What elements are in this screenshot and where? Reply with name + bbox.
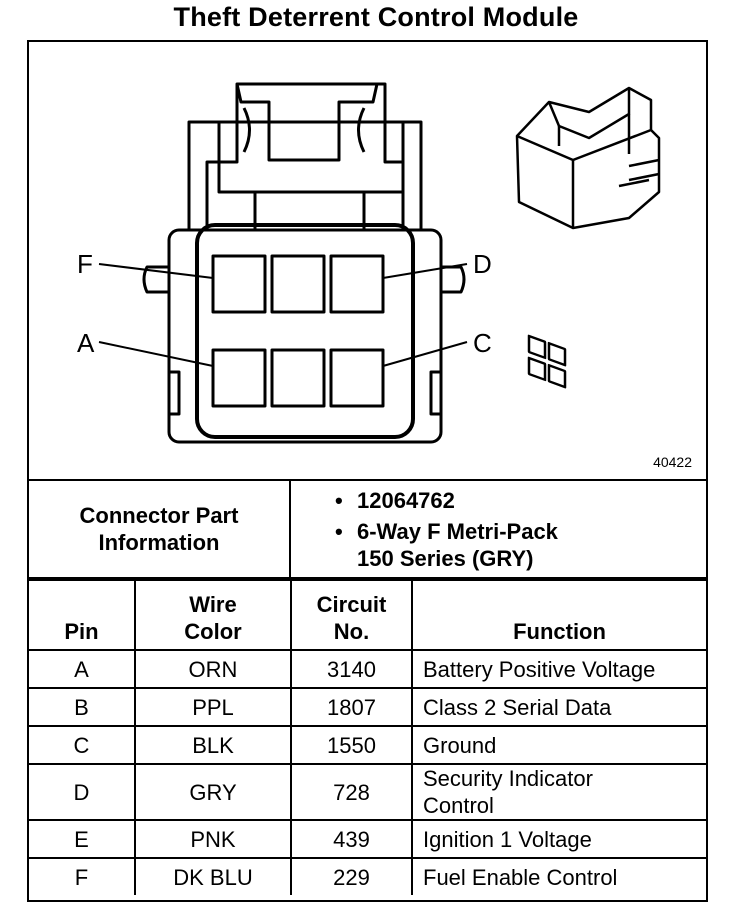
module-frame: F D A C 40422 xyxy=(27,40,708,902)
side-rib-right xyxy=(429,370,441,416)
table-row: E PNK 439 Ignition 1 Voltage xyxy=(29,819,706,859)
bullet: • xyxy=(335,519,343,544)
pin-cell: C xyxy=(29,725,136,765)
connector-info-label-line1: Connector Part xyxy=(79,503,239,528)
cavity-a xyxy=(211,348,267,408)
cavity-b xyxy=(270,348,326,408)
side-tab-right xyxy=(441,265,466,294)
latch-tab xyxy=(235,83,379,162)
header-pin: Pin xyxy=(29,579,136,651)
connector-info-item: • 6-Way F Metri-Pack 150 Series (GRY) xyxy=(291,518,701,572)
cavity-f xyxy=(211,254,267,314)
part-number: 12064762 xyxy=(357,488,455,513)
connector-body xyxy=(167,228,443,444)
table-row: A ORN 3140 Battery Positive Voltage xyxy=(29,649,706,689)
circuit-cell: 728 xyxy=(290,763,413,821)
connector-info-item: • 12064762 xyxy=(291,487,701,514)
leader-line-c xyxy=(382,341,468,367)
wire-color-cell: PNK xyxy=(134,819,292,859)
latch-ridge-right xyxy=(357,107,366,153)
connector-face xyxy=(195,223,415,439)
function-cell: Battery Positive Voltage xyxy=(411,649,706,689)
connector-info-list: • 12064762 • 6-Way F Metri-Pack 150 Seri… xyxy=(291,487,701,576)
cavity-d xyxy=(329,254,385,314)
connector-type: 6-Way F Metri-Pack xyxy=(357,519,558,544)
leader-line-a xyxy=(98,341,214,367)
circuit-cell: 439 xyxy=(290,819,413,859)
figure-number: 40422 xyxy=(653,454,692,470)
function-cell: Security Indicator Control xyxy=(411,763,706,821)
function-cell: Class 2 Serial Data xyxy=(411,687,706,727)
function-line2: Control xyxy=(423,793,494,818)
circuit-cell: 3140 xyxy=(290,649,413,689)
connector-info-label-line2: Information xyxy=(98,530,220,555)
wire-color-cell: BLK xyxy=(134,725,292,765)
wire-color-cell: GRY xyxy=(134,763,292,821)
latch-inner xyxy=(217,122,405,194)
table-row: B PPL 1807 Class 2 Serial Data xyxy=(29,687,706,727)
table-row: F DK BLU 229 Fuel Enable Control xyxy=(29,857,706,895)
connector-illustration: F D A C xyxy=(77,82,661,444)
header-function: Function xyxy=(411,579,706,651)
side-rib-left xyxy=(169,370,181,416)
pin-cell: E xyxy=(29,819,136,859)
pin-label-a: A xyxy=(77,328,95,358)
pin-cell: A xyxy=(29,649,136,689)
circuit-cell: 1550 xyxy=(290,725,413,765)
pin-cell: D xyxy=(29,763,136,821)
pin-cell: B xyxy=(29,687,136,727)
circuit-cell: 1807 xyxy=(290,687,413,727)
function-cell: Ground xyxy=(411,725,706,765)
cavity-c xyxy=(329,348,385,408)
wire-color-cell: DK BLU xyxy=(134,857,292,895)
cavity-middle-top xyxy=(270,254,326,314)
function-line1: Security Indicator xyxy=(423,766,593,791)
wire-color-cell: ORN xyxy=(134,649,292,689)
circuit-cell: 229 xyxy=(290,857,413,895)
connector-info-label: Connector Part Information xyxy=(29,481,291,577)
connector-series: 150 Series (GRY) xyxy=(357,546,534,571)
table-row: C BLK 1550 Ground xyxy=(29,725,706,765)
wire-color-cell: PPL xyxy=(134,687,292,727)
function-cell: Ignition 1 Voltage xyxy=(411,819,706,859)
bullet: • xyxy=(335,488,343,513)
connector-info-section: Connector Part Information • 12064762 • … xyxy=(29,479,706,579)
latch-ridge-left xyxy=(242,107,251,153)
pin-cell: F xyxy=(29,857,136,895)
function-cell: Fuel Enable Control xyxy=(411,857,706,895)
table-row: D GRY 728 Security Indicator Control xyxy=(29,763,706,821)
pin-label-c: C xyxy=(473,328,492,358)
leader-line-d xyxy=(382,263,468,279)
side-tab-left xyxy=(142,265,169,294)
page-title: Theft Deterrent Control Module xyxy=(173,2,579,32)
latch-housing xyxy=(187,82,423,232)
pin-label-d: D xyxy=(473,249,492,279)
connector-isometric-view xyxy=(515,86,661,389)
connector-diagram: F D A C 40422 xyxy=(29,42,706,479)
pin-label-f: F xyxy=(77,249,93,279)
leader-line-f xyxy=(98,263,214,279)
